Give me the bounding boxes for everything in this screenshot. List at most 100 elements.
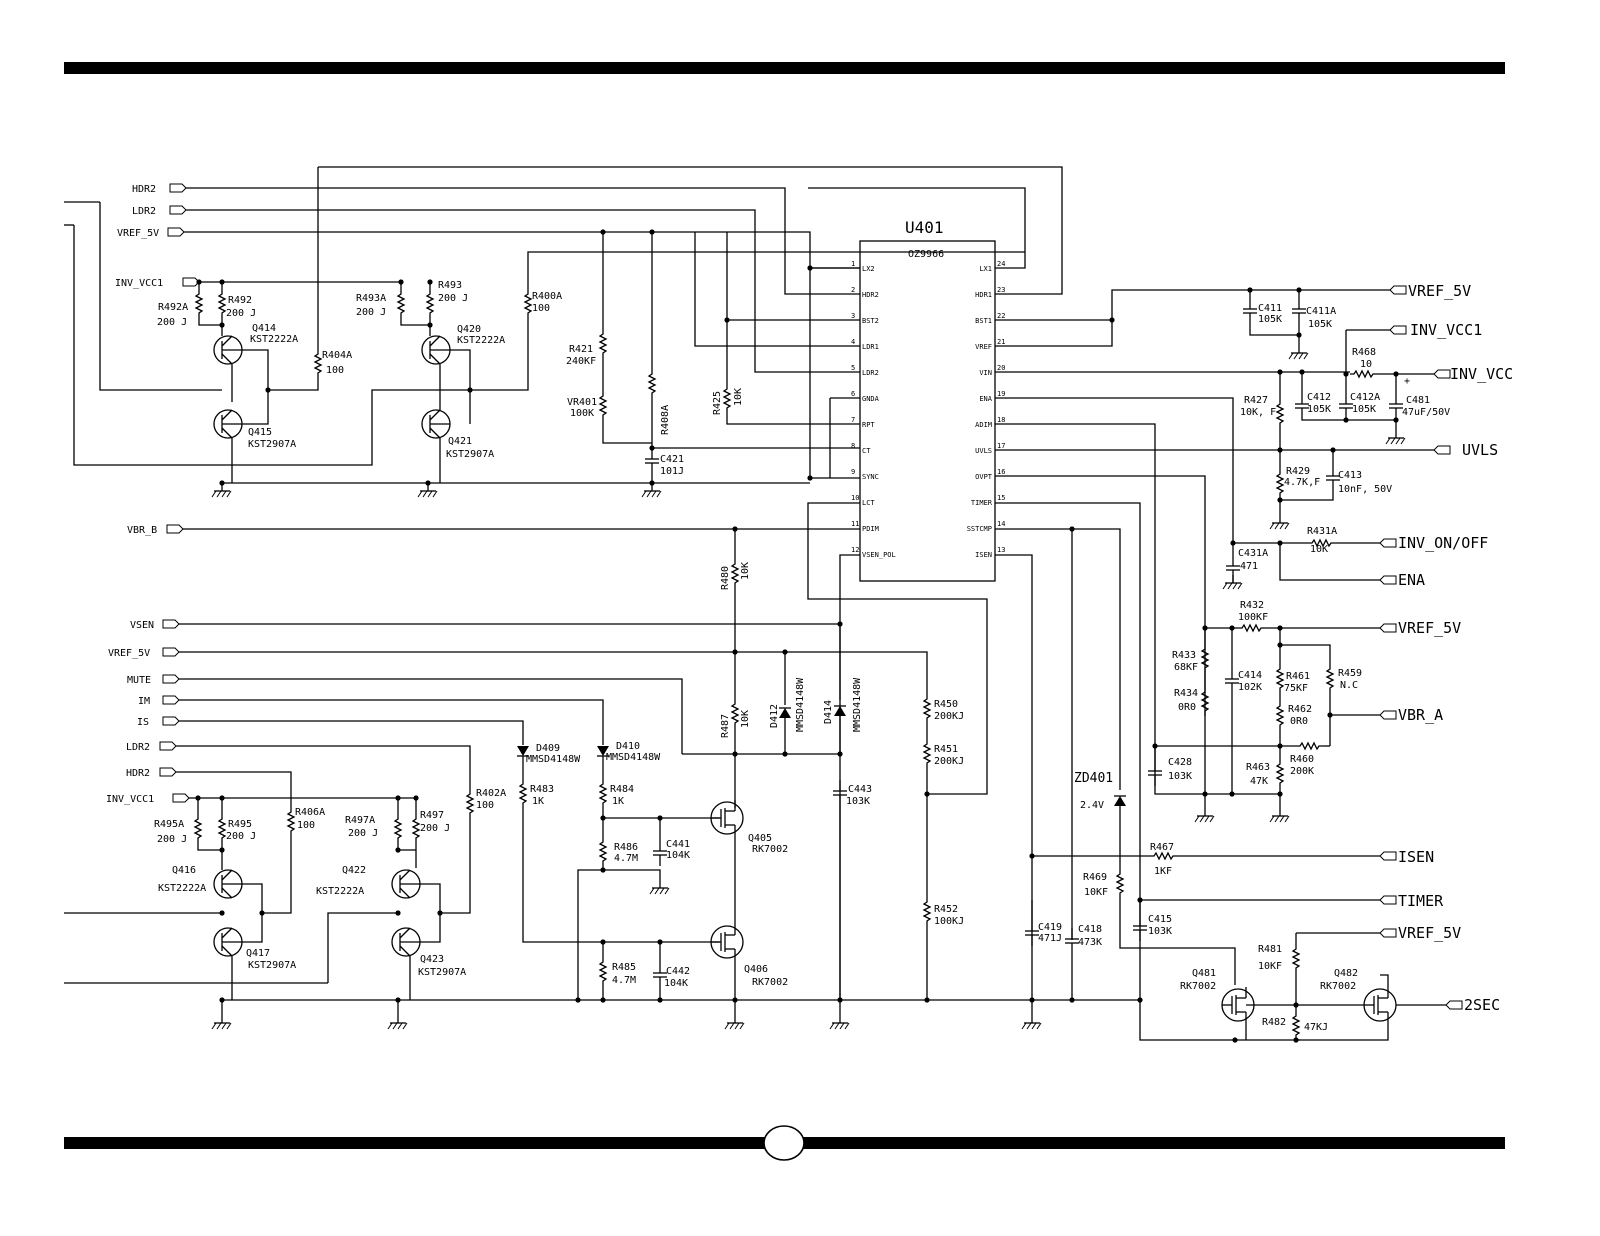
port-ena: ENA (1398, 571, 1425, 589)
label-zd401-value: 2.4V (1080, 800, 1104, 811)
label-q481-value: RK7002 (1180, 981, 1216, 992)
label-r487: R487 (720, 714, 731, 738)
label-r480: R480 (720, 566, 731, 590)
label-r432-value: 100KF (1238, 612, 1268, 623)
label-d409-value: MMSD4148W (526, 754, 581, 765)
label-r459-value: N.C (1340, 680, 1358, 691)
port-vbr-b: VBR_B (127, 525, 157, 536)
port-uvls: UVLS (1462, 441, 1498, 459)
left-pin-number: 3 (851, 312, 855, 320)
label-r460: R460 (1290, 754, 1314, 765)
label-r493-value: 200 J (438, 293, 468, 304)
label-r469-value: 10KF (1084, 887, 1108, 898)
label-r483: R483 (530, 784, 554, 795)
label-r486-value: 4.7M (614, 853, 638, 864)
label-r433: R433 (1172, 650, 1196, 661)
left-pin-number: 1 (851, 260, 855, 268)
ic-u401: U401 OZ9966 1LX22HDR23BST24LDR15LDR26GND… (851, 218, 1005, 582)
port-hdr2-b: HDR2 (126, 768, 150, 779)
label-r493a-value: 200 J (356, 307, 386, 318)
label-c481-value: 47uF/50V (1402, 407, 1450, 418)
label-r431a-value: 10K (1310, 544, 1328, 555)
label-vr401: VR401 (567, 397, 597, 408)
label-c414: C414 (1238, 670, 1262, 681)
label-r462: R462 (1288, 704, 1312, 715)
port-vref-d: VREF_5V (1398, 619, 1461, 637)
label-c442-value: 104K (664, 978, 688, 989)
port-hdr2-a: HDR2 (132, 184, 156, 195)
label-r421-value: 240KF (566, 356, 596, 367)
label-vr401-value: 100K (570, 408, 594, 419)
label-c419-value: 471J (1038, 933, 1062, 944)
label-r463: R463 (1246, 762, 1270, 773)
label-r492: R492 (228, 295, 252, 306)
right-pin-name: VREF (975, 343, 992, 351)
label-r400a: R400A (532, 291, 562, 302)
label-q414: Q414 (252, 323, 276, 334)
label-q482: Q482 (1334, 968, 1358, 979)
label-d410-value: MMSD4148W (606, 752, 661, 763)
right-pin-name: ISEN (975, 551, 992, 559)
label-r480-value: 10K (740, 562, 751, 580)
label-r450: R450 (934, 699, 958, 710)
port-mute: MUTE (127, 675, 151, 686)
label-r493a: R493A (356, 293, 386, 304)
port-inv-vcc1-c: INV_VCC1 (1410, 321, 1482, 339)
port-is: IS (137, 717, 149, 728)
port-vref-b: VREF_5V (108, 648, 150, 659)
port-inv-vcc1-b: INV_VCC1 (106, 794, 154, 805)
label-r434-value: 0R0 (1178, 702, 1196, 713)
label-r462-value: 0R0 (1290, 716, 1308, 727)
label-r482: R482 (1262, 1017, 1286, 1028)
right-pin-name: VIN (979, 369, 992, 377)
label-c441: C441 (666, 839, 690, 850)
label-r497: R497 (420, 810, 444, 821)
label-r495: R495 (228, 819, 252, 830)
label-c443-value: 103K (846, 796, 870, 807)
port-vref-e: VREF_5V (1398, 924, 1461, 942)
label-q422: Q422 (342, 865, 366, 876)
label-c419: C419 (1038, 922, 1062, 933)
port-im: IM (138, 696, 150, 707)
label-r406a: R406A (295, 807, 325, 818)
port-isen: ISEN (1398, 848, 1434, 866)
label-q421-value: KST2907A (446, 449, 494, 460)
label-q406-value: RK7002 (752, 977, 788, 988)
label-c443: C443 (848, 784, 872, 795)
right-pin-name: TIMER (971, 499, 993, 507)
port-2sec: 2SEC (1464, 996, 1500, 1014)
label-c441-value: 104K (666, 850, 690, 861)
label-r425: R425 (712, 391, 723, 415)
label-c421: C421 (660, 454, 684, 465)
label-q420-value: KST2222A (457, 335, 505, 346)
label-r485-value: 4.7M (612, 975, 636, 986)
left-pin-number: 5 (851, 364, 855, 372)
label-r431a: R431A (1307, 526, 1337, 537)
label-r484-value: 1K (612, 796, 624, 807)
right-pin-name: ENA (979, 395, 992, 403)
page-number-circle (763, 1125, 805, 1161)
label-q405-value: RK7002 (752, 844, 788, 855)
label-r487-value: 10K (740, 710, 751, 728)
left-pin-number: 9 (851, 468, 855, 476)
label-c418-value: 473K (1078, 937, 1102, 948)
left-pin-name: LDR2 (862, 369, 879, 377)
label-r468-value: 10 (1360, 359, 1372, 370)
right-pin-number: 23 (997, 286, 1005, 294)
label-q422-value: KST2222A (316, 886, 364, 897)
label-r425-value: 10K (733, 388, 744, 406)
label-c412: C412 (1307, 392, 1331, 403)
port-inv-vcc1-a: INV_VCC1 (115, 278, 163, 289)
label-c415-value: 103K (1148, 926, 1172, 937)
label-r433-value: 68KF (1174, 662, 1198, 673)
label-c431a: C431A (1238, 548, 1268, 559)
left-pin-name: CT (862, 447, 871, 455)
label-r421: R421 (569, 344, 593, 355)
c481-polarity: + (1404, 376, 1410, 387)
label-r429-value: 4.7K,F (1284, 477, 1320, 488)
label-r451: R451 (934, 744, 958, 755)
label-q417: Q417 (246, 948, 270, 959)
label-q406: Q406 (744, 964, 768, 975)
right-pin-number: 17 (997, 442, 1005, 450)
label-r402a-value: 100 (476, 800, 494, 811)
